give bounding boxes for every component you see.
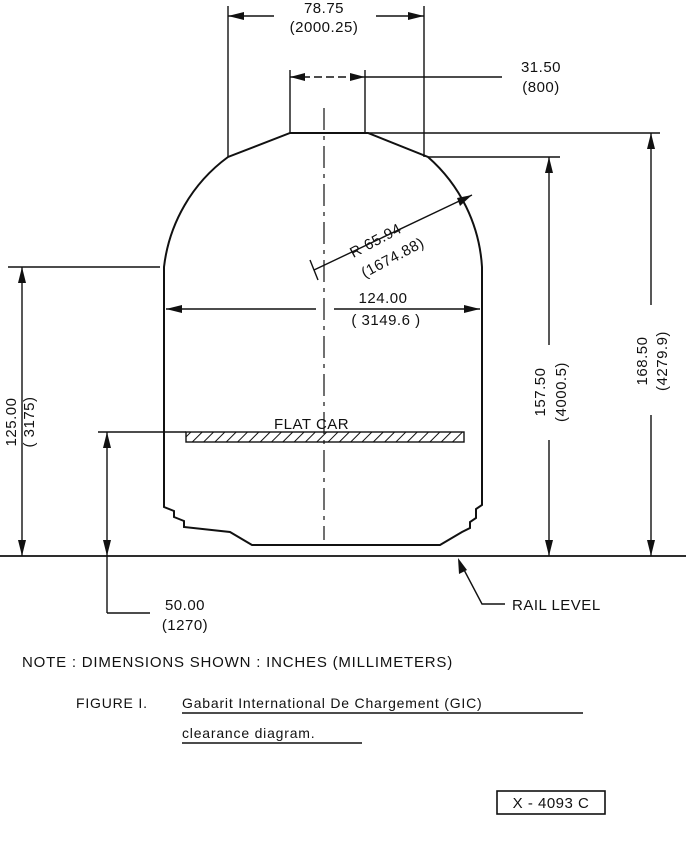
- arrow-top-flat-right: [350, 73, 365, 81]
- arrow-flat-car-top: [103, 432, 111, 448]
- dim-line-radius: [313, 194, 473, 271]
- dim-height-168-inches: 168.50: [634, 337, 651, 386]
- arrow-height-157-top: [545, 157, 553, 173]
- arrow-height-168-bottom: [647, 540, 655, 556]
- caption-line-2: clearance diagram.: [182, 725, 315, 741]
- dim-flat-car-inches: 50.00: [165, 597, 205, 614]
- dim-flat-car-mm: (1270): [162, 617, 208, 634]
- arrow-width-right: [464, 305, 480, 313]
- caption-prefix: FIGURE I.: [76, 695, 148, 711]
- arrow-side-height-top: [18, 267, 26, 283]
- dim-height-168-mm: (4279.9): [654, 331, 671, 391]
- arrow-side-height-bottom: [18, 540, 26, 556]
- radius-center-tick: [309, 259, 319, 281]
- leader-rail-level: [461, 565, 505, 605]
- dim-side-height-mm: ( 3175): [21, 396, 38, 447]
- arrow-flat-car-bottom: [103, 540, 111, 556]
- arrow-top-width-left: [228, 12, 244, 20]
- arrow-width-left: [166, 305, 182, 313]
- dim-top-flat-mm: (800): [522, 79, 560, 96]
- rail-level-label: RAIL LEVEL: [512, 597, 601, 614]
- arrow-top-width-right: [408, 12, 424, 20]
- clearance-outline: [163, 132, 483, 546]
- figure-id: X - 4093 C: [513, 795, 590, 812]
- dim-side-height-inches: 125.00: [3, 398, 20, 447]
- figure-id-box: [496, 790, 606, 815]
- arrow-top-flat-left: [290, 73, 305, 81]
- dim-top-width-inches: 78.75: [304, 0, 344, 17]
- dim-height-157-mm: (4000.5): [553, 362, 570, 422]
- flat-car-deck: [185, 431, 465, 443]
- note-text: NOTE : DIMENSIONS SHOWN : INCHES (MILLIM…: [22, 654, 453, 671]
- flat-car-label: FLAT CAR: [274, 416, 349, 433]
- caption-line-1: Gabarit International De Chargement (GIC…: [182, 695, 482, 711]
- arrow-radius: [457, 195, 472, 206]
- dim-width-mm: ( 3149.6 ): [351, 312, 420, 329]
- dim-top-flat-inches: 31.50: [521, 59, 561, 76]
- arrow-height-157-bottom: [545, 540, 553, 556]
- dim-width-inches: 124.00: [359, 290, 408, 307]
- arrow-height-168-top: [647, 133, 655, 149]
- dim-top-width-mm: (2000.25): [290, 19, 359, 36]
- dim-height-157-inches: 157.50: [532, 368, 549, 417]
